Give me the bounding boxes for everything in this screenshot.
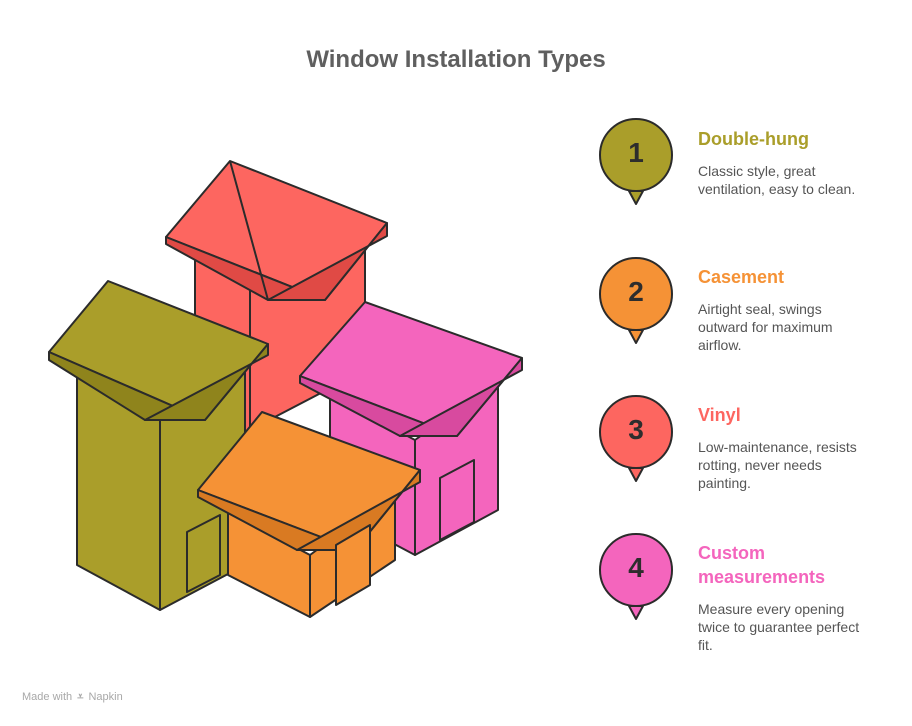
house-icon	[197, 411, 421, 618]
item-1-description: Classic style, great ventilation, easy t…	[698, 163, 856, 197]
item-3-title: Vinyl	[698, 405, 741, 425]
page-title: Window Installation Types	[306, 46, 606, 73]
made-with-footer: Made with ⩡ Napkin	[22, 691, 123, 704]
item-number: 3	[628, 414, 644, 445]
item-2-marker: 2	[598, 256, 674, 346]
location-pin-icon	[599, 533, 673, 620]
location-pin-icon	[599, 395, 673, 482]
item-3-marker: 3	[598, 394, 674, 484]
item-4-description: Measure every opening twice to guarantee…	[698, 601, 860, 653]
brand-name: Napkin	[88, 691, 123, 703]
item-4-title: Custom measurements	[698, 543, 826, 587]
item-number: 2	[628, 276, 644, 307]
napkin-logo-icon: ⩡	[77, 691, 84, 703]
item-number: 1	[628, 137, 644, 168]
item-1-marker: 1	[598, 117, 674, 207]
item-2-description: Airtight seal, swings outward for maximu…	[698, 301, 833, 353]
item-1-title: Double-hung	[698, 129, 809, 149]
item-3-description: Low-maintenance, resists rotting, never …	[698, 439, 857, 491]
item-4-marker: 4	[598, 532, 674, 622]
item-2-title: Casement	[698, 267, 785, 287]
item-number: 4	[628, 552, 644, 583]
location-pin-icon	[599, 118, 673, 205]
made-with-label: Made with	[22, 691, 73, 703]
location-pin-icon	[599, 257, 673, 344]
